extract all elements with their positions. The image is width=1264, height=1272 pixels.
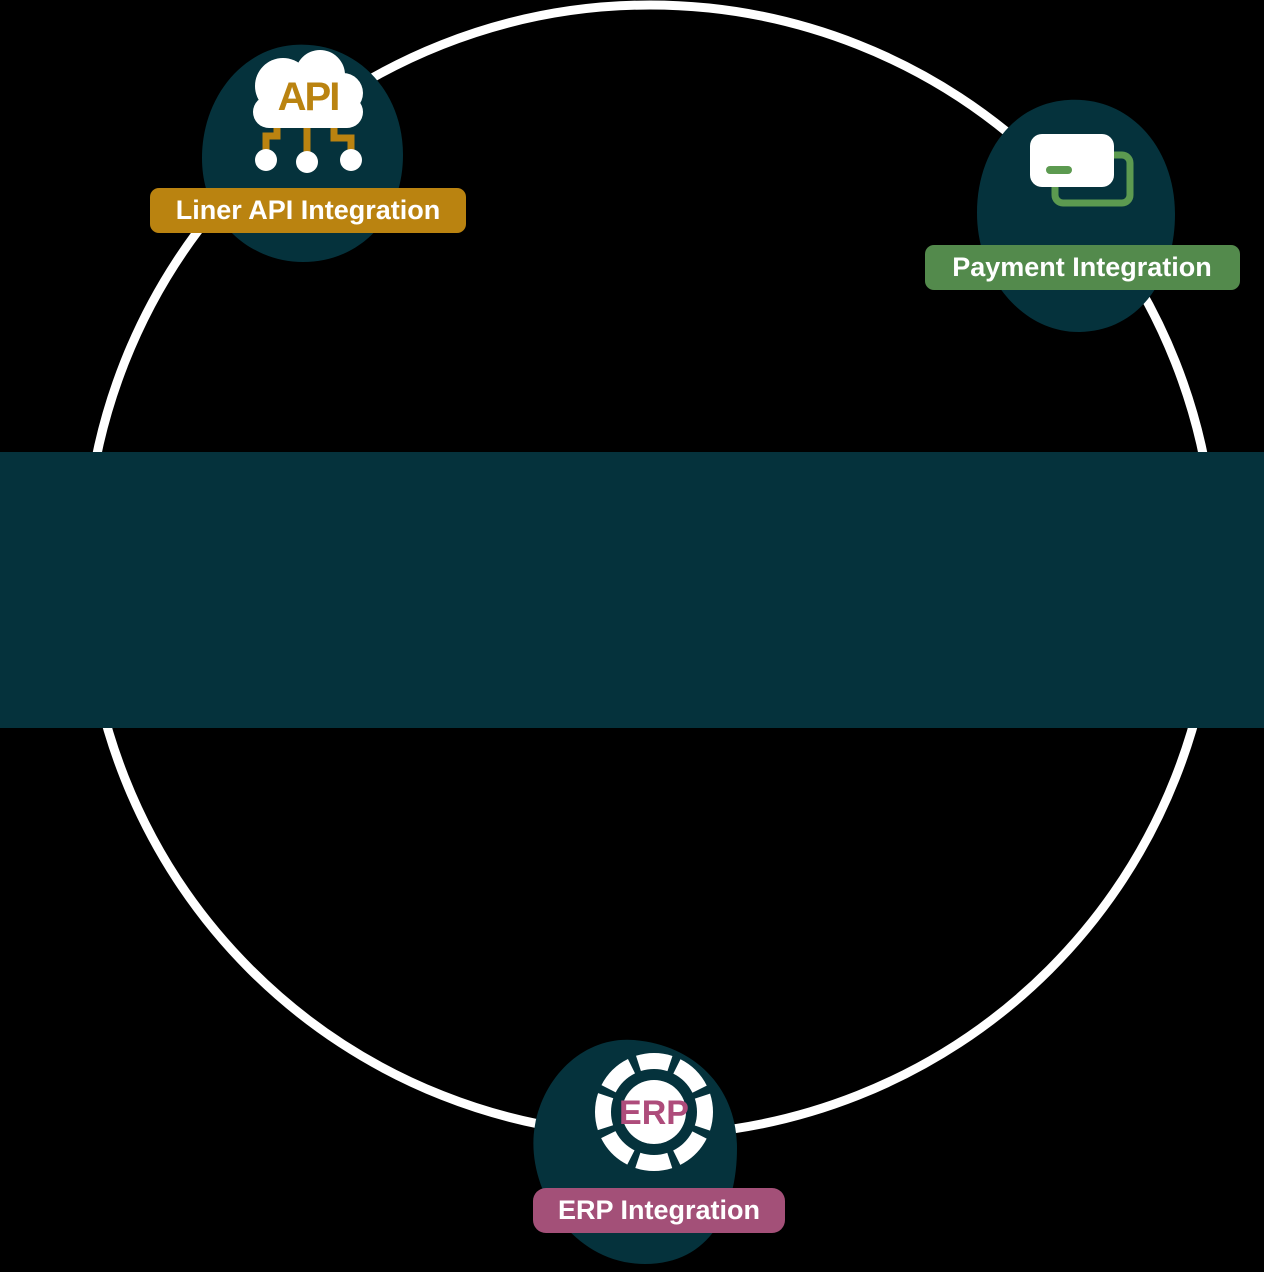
- liner-api-node: API Liner API Integration: [150, 44, 466, 262]
- payment-label-text: Payment Integration: [952, 252, 1212, 282]
- center-band: [0, 452, 1264, 728]
- erp-label-bg: [533, 1188, 785, 1233]
- payment-front-card: [1030, 134, 1114, 187]
- api-trace-left: [262, 124, 281, 150]
- erp-node: ERP ERP Integration: [533, 1039, 785, 1264]
- erp-chip-ring: [595, 1053, 713, 1171]
- payment-label-bg: [925, 245, 1240, 290]
- erp-chip-icon: ERP: [595, 1053, 713, 1171]
- erp-chip-disc: [622, 1080, 686, 1144]
- payment-label: Payment Integration: [925, 245, 1240, 290]
- erp-icon-text: ERP: [619, 1094, 689, 1132]
- payment-node: Payment Integration: [925, 99, 1240, 333]
- api-cloud-icon: API: [253, 50, 363, 173]
- api-node-dot-right: [340, 149, 362, 171]
- payment-cards-icon: [1030, 134, 1134, 207]
- api-node-dot-middle: [296, 151, 318, 173]
- api-node-dot-left: [255, 149, 277, 171]
- api-trace-right: [330, 124, 355, 150]
- payment-card-stripe: [1046, 166, 1072, 174]
- api-cloud-shape: [253, 50, 363, 128]
- erp-label-text: ERP Integration: [558, 1195, 760, 1225]
- liner-api-label-bg: [150, 188, 466, 233]
- api-icon-text: API: [278, 75, 339, 119]
- liner-api-label: Liner API Integration: [150, 188, 466, 233]
- liner-api-label-text: Liner API Integration: [176, 195, 441, 225]
- erp-label: ERP Integration: [533, 1188, 785, 1233]
